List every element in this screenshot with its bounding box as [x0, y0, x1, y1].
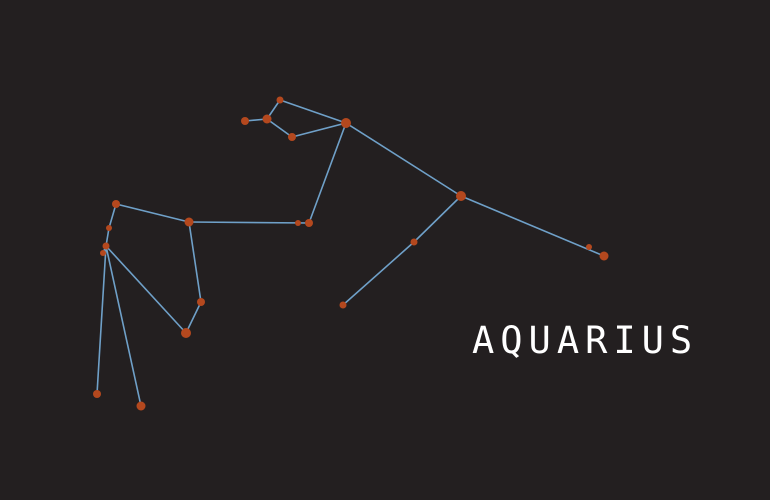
star	[93, 390, 101, 398]
constellation-line	[460, 195, 605, 257]
constellation-line	[96, 245, 107, 395]
star	[100, 250, 106, 256]
constellation-line	[188, 221, 310, 224]
constellation-line	[108, 203, 117, 229]
constellation-line	[308, 122, 347, 224]
star	[410, 238, 418, 246]
star	[112, 200, 120, 208]
constellation-stars	[93, 96, 609, 411]
star	[181, 328, 191, 338]
star	[341, 118, 351, 128]
constellation-line	[413, 195, 462, 243]
star	[586, 244, 592, 250]
star	[262, 114, 272, 124]
star	[339, 301, 347, 309]
star	[197, 298, 205, 306]
constellation-line	[105, 245, 187, 334]
star	[106, 225, 112, 231]
star	[288, 133, 296, 141]
constellation-line	[342, 241, 415, 306]
constellation-line	[279, 99, 347, 124]
star	[599, 251, 609, 261]
star	[136, 401, 146, 411]
star	[456, 191, 466, 201]
constellation-line	[105, 245, 142, 407]
star	[276, 96, 284, 104]
constellation-line	[115, 203, 190, 223]
constellation-line	[345, 122, 462, 197]
star	[241, 117, 249, 125]
constellation-title: AQUARIUS	[472, 319, 699, 362]
constellation-line	[185, 301, 202, 334]
star	[184, 217, 194, 227]
star	[295, 220, 301, 226]
star	[102, 242, 110, 250]
constellation-line	[188, 221, 202, 303]
star	[305, 219, 313, 227]
constellation-line	[291, 122, 347, 138]
constellation-line	[266, 118, 293, 138]
